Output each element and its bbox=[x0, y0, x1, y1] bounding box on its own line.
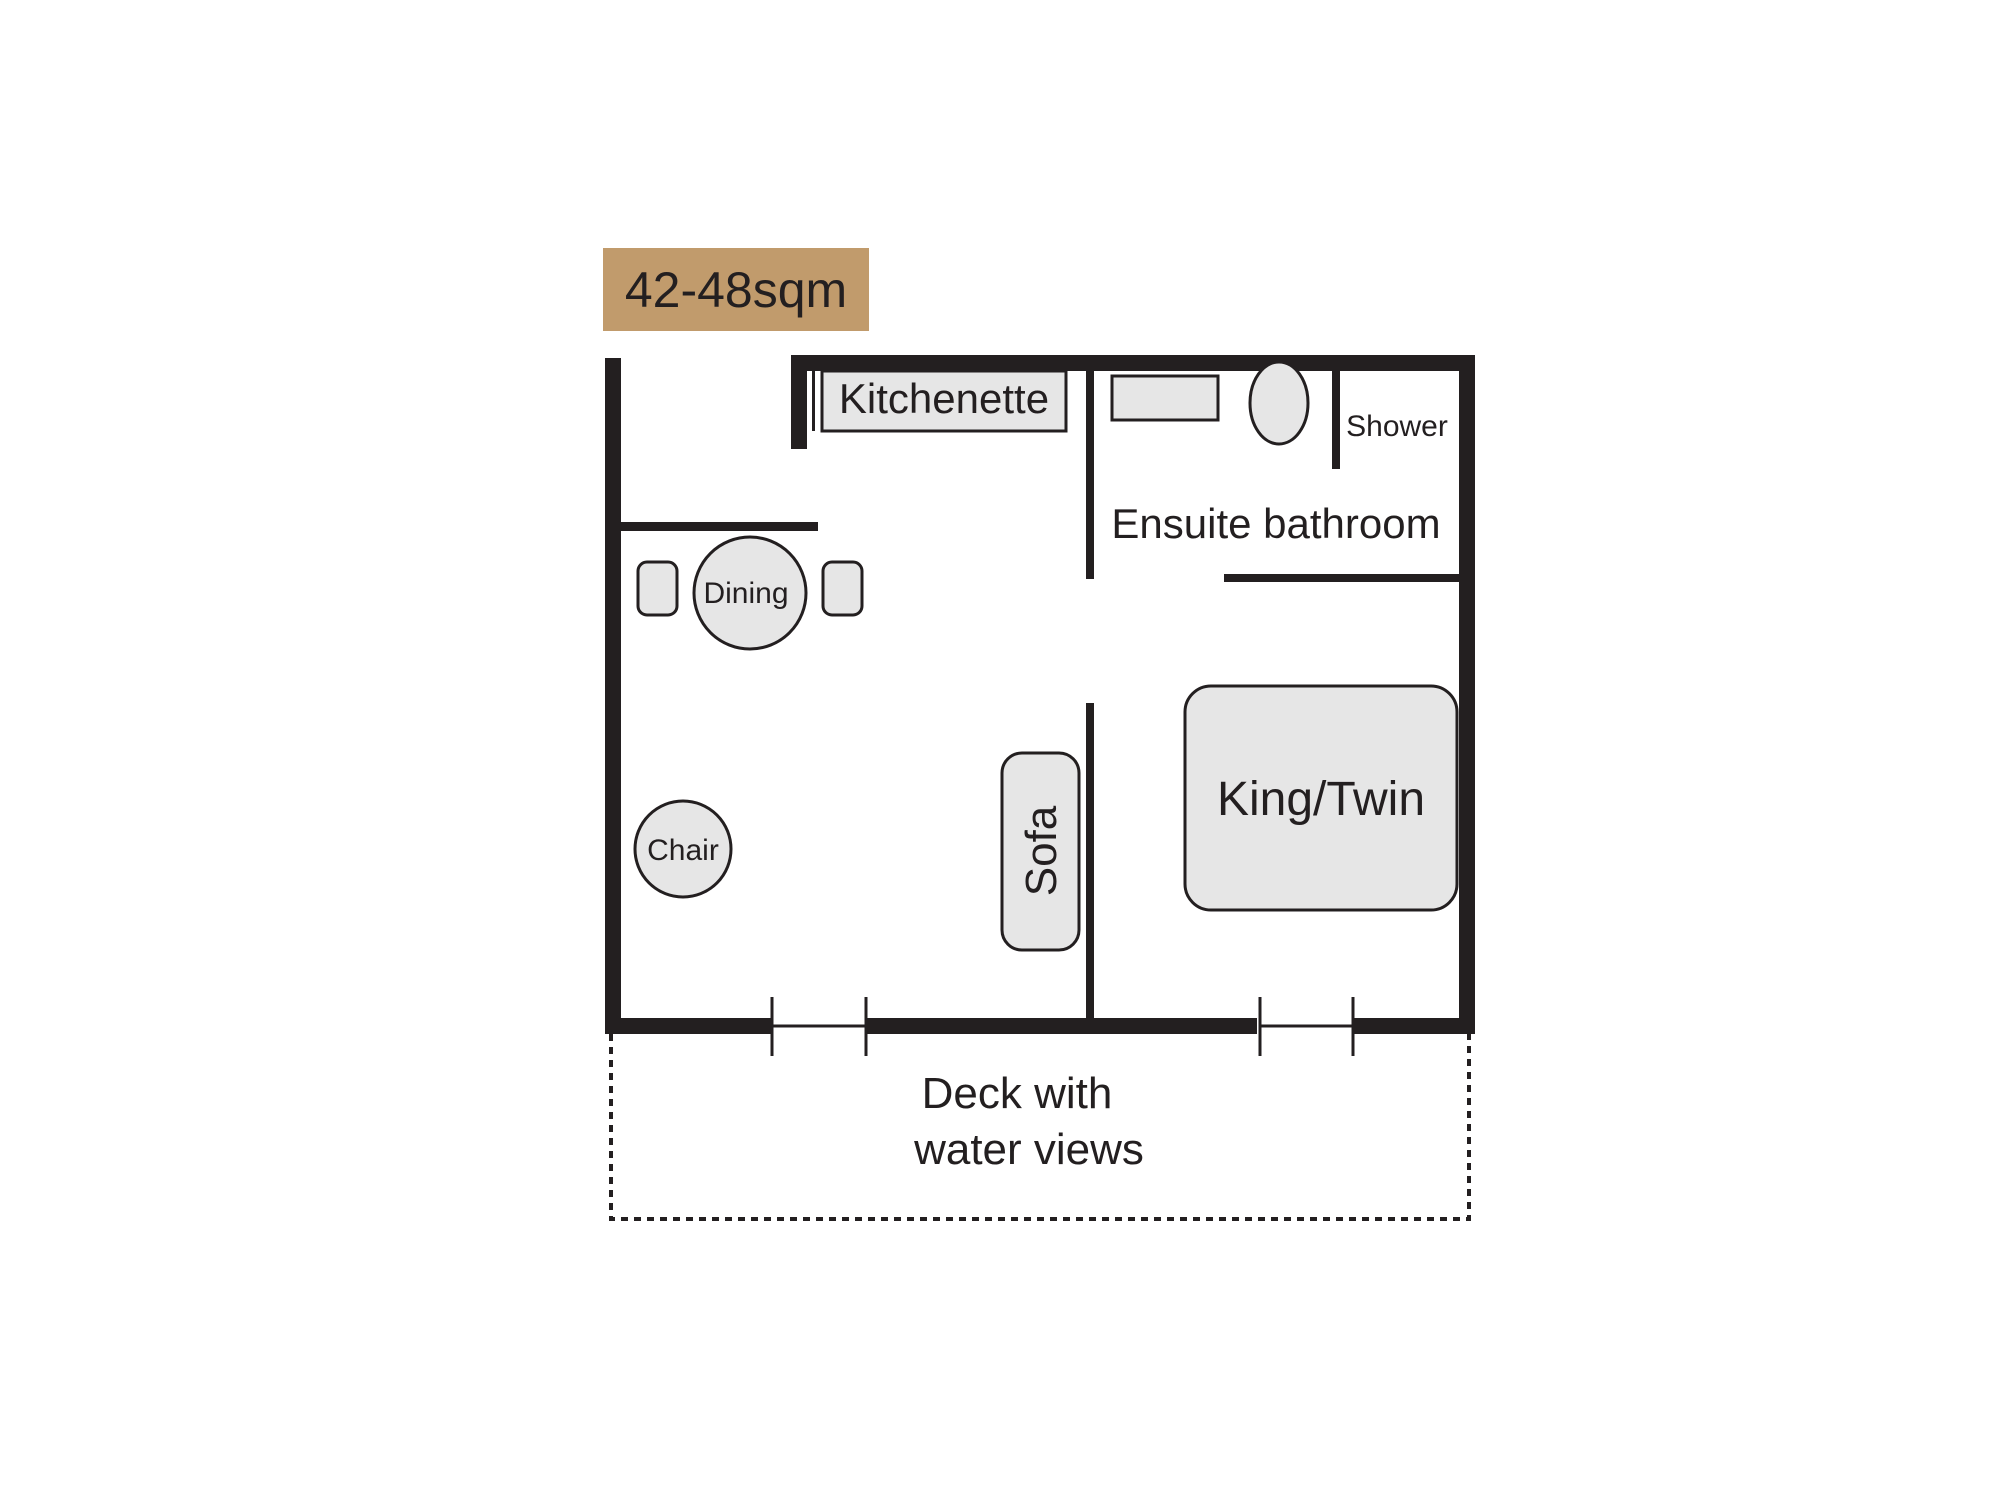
wall-bathroom-bottom bbox=[1224, 574, 1460, 582]
dining-chair-left bbox=[636, 560, 679, 617]
wall-shower-partition bbox=[1332, 371, 1340, 469]
shower-label: Shower bbox=[1346, 410, 1448, 443]
wall-kitchen-inner bbox=[812, 371, 815, 431]
dining-label: Dining bbox=[703, 577, 788, 610]
wall-left bbox=[605, 358, 621, 1033]
wall-center-lower bbox=[1086, 703, 1094, 1019]
ensuite-bathroom-label: Ensuite bathroom bbox=[1111, 500, 1440, 547]
wall-kitchen-stub bbox=[791, 355, 807, 449]
deck-outline bbox=[609, 1034, 1471, 1221]
bottom-openings bbox=[770, 997, 1355, 1056]
wall-bottom-2 bbox=[866, 1018, 1257, 1034]
deck-label-line2: water views bbox=[913, 1125, 1144, 1174]
sofa-label: Sofa bbox=[1017, 805, 1066, 896]
dining-table bbox=[692, 535, 808, 651]
wall-bottom-1 bbox=[605, 1018, 772, 1034]
chair-label: Chair bbox=[647, 834, 719, 867]
vanity bbox=[1110, 374, 1220, 422]
wall-top bbox=[791, 355, 1475, 371]
toilet bbox=[1248, 360, 1310, 446]
walls bbox=[605, 355, 1475, 1034]
wall-right bbox=[1459, 355, 1475, 1033]
bed-label: King/Twin bbox=[1217, 773, 1425, 826]
size-badge-bg bbox=[603, 248, 869, 331]
kitchenette-label: Kitchenette bbox=[839, 375, 1049, 422]
bed bbox=[1183, 684, 1459, 912]
size-badge: 42-48sqm bbox=[624, 261, 848, 318]
wall-dining-partition bbox=[621, 522, 818, 531]
deck-label-line1: Deck with bbox=[922, 1069, 1113, 1118]
wall-center-upper bbox=[1086, 371, 1094, 579]
dining-chair-right bbox=[821, 560, 864, 617]
sofa bbox=[1000, 751, 1081, 952]
wall-bottom-3 bbox=[1353, 1018, 1475, 1034]
kitchenette-counter bbox=[820, 369, 1068, 433]
armchair bbox=[633, 799, 733, 899]
